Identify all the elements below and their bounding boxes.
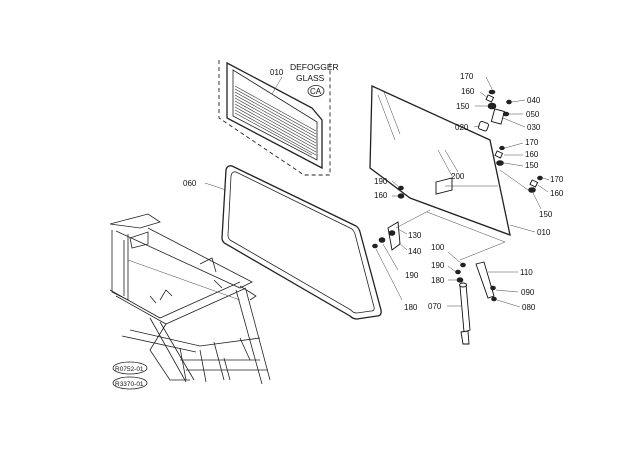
stamp-bottom: R3370-01	[115, 381, 144, 388]
callout-060: 060	[183, 179, 197, 188]
washer-040	[506, 99, 512, 105]
inset-part-number: 010	[270, 68, 284, 77]
callout-170a: 170	[460, 72, 474, 81]
nut-150a	[487, 102, 497, 110]
right-latch-assembly: 170 160 150	[499, 169, 564, 219]
grommet-020	[477, 120, 489, 132]
inset-glass-outline	[226, 61, 323, 170]
pivot-bracket-140	[387, 221, 401, 251]
stamp-bottom-oval	[112, 376, 148, 390]
callout-190a: 190	[374, 177, 388, 186]
callout-200: 200	[451, 172, 465, 181]
callout-130: 130	[408, 231, 422, 240]
callout-160b: 160	[525, 150, 539, 159]
latch-200	[435, 177, 453, 195]
callout-190b: 190	[405, 271, 419, 280]
callout-040: 040	[527, 96, 541, 105]
reference-stamps: R0752-01 R3370-01	[112, 361, 148, 390]
callout-030: 030	[527, 123, 541, 132]
callout-150a: 150	[456, 102, 470, 111]
top-hinge-assembly: 170 160 150 040 050 030 020	[455, 72, 541, 132]
bushing-160a	[485, 94, 495, 103]
window-glass-panel: 010	[369, 84, 551, 261]
inset-title-line1: DEFOGGER	[290, 62, 339, 72]
inset-badge-oval	[307, 85, 325, 97]
callout-020: 020	[455, 123, 469, 132]
callout-170c: 170	[550, 175, 564, 184]
left-hinge-assembly: 190 160 200	[374, 172, 498, 200]
middle-hinge-assembly: 170 160 150	[494, 138, 539, 170]
inset-badge: CA	[310, 87, 322, 96]
bottom-pivot-assembly: 130 140 190 180	[372, 209, 431, 312]
defogger-heating-lines	[234, 85, 317, 156]
washer-170a	[488, 89, 496, 95]
callout-140: 140	[408, 247, 422, 256]
callout-100: 100	[431, 243, 445, 252]
callout-180a: 180	[404, 303, 418, 312]
hinge-110	[475, 261, 495, 299]
callout-150b: 150	[525, 161, 539, 170]
callout-090: 090	[521, 288, 535, 297]
callout-170b: 170	[525, 138, 539, 147]
stamp-top: R0752-01	[115, 366, 144, 373]
defogger-glass-inset: 010 DEFOGGER GLASS CA	[218, 60, 339, 176]
callout-160d: 160	[374, 191, 388, 200]
callout-190c: 190	[431, 261, 445, 270]
bracket-030	[490, 108, 505, 125]
callout-050: 050	[526, 110, 540, 119]
gas-strut-assembly: 100 190 180 110 090 080 070	[428, 243, 536, 345]
callout-180b: 180	[431, 276, 445, 285]
callout-150c: 150	[539, 210, 553, 219]
inset-dashed-frame	[218, 60, 331, 176]
callout-160c: 160	[550, 189, 564, 198]
callout-110: 110	[520, 268, 533, 277]
callout-080: 080	[522, 303, 536, 312]
weatherstrip-seal: 060	[183, 165, 382, 320]
inset-title-line2: GLASS	[296, 73, 325, 83]
cab-frame	[109, 213, 271, 385]
stamp-top-oval	[112, 361, 148, 375]
gas-strut-070	[459, 283, 471, 333]
callout-010: 010	[537, 228, 551, 237]
callout-070: 070	[428, 302, 442, 311]
callout-160a: 160	[461, 87, 475, 96]
nut-050	[502, 111, 510, 117]
